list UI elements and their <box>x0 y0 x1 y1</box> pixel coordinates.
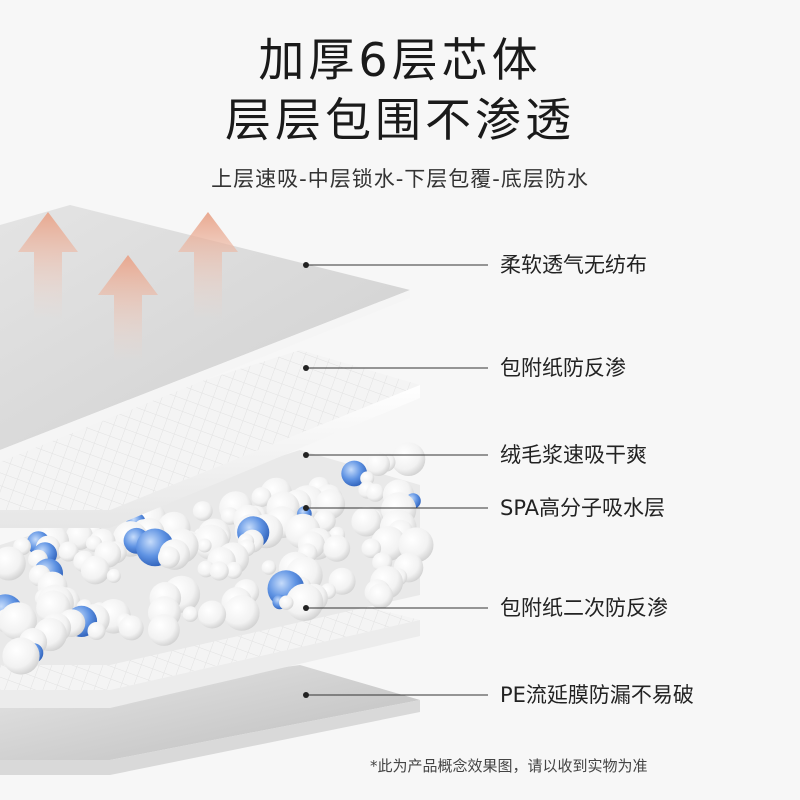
pulp-bead <box>225 561 243 579</box>
page-title-line1: 加厚6层芯体 <box>258 33 542 87</box>
pulp-bead <box>323 535 351 562</box>
up-arrow-icon <box>178 212 238 320</box>
layer-label-pe-film: PE流延膜防漏不易破 <box>500 683 694 707</box>
pulp-bead <box>361 538 382 559</box>
pulp-bead <box>0 546 26 581</box>
pulp-bead <box>58 541 79 562</box>
pulp-bead <box>157 546 180 569</box>
pulp-bead <box>2 637 40 675</box>
page-subtitle: 上层速吸-中层锁水-下层包覆-底层防水 <box>211 167 589 191</box>
pulp-bead <box>106 568 121 583</box>
pulp-bead <box>251 487 272 507</box>
pulp-bead <box>261 560 277 575</box>
pulp-bead <box>198 600 227 629</box>
layer-label-nonwoven: 柔软透气无纺布 <box>500 253 647 277</box>
up-arrow-icon <box>18 212 78 320</box>
layer-label-wrap-paper: 包附纸防反渗 <box>500 356 626 380</box>
pulp-bead <box>80 555 110 585</box>
pulp-bead <box>192 501 213 521</box>
pulp-bead <box>368 583 394 609</box>
pulp-bead <box>87 622 106 640</box>
layer-label-sap: SPA高分子吸水层 <box>500 496 666 520</box>
pulp-bead <box>209 561 229 581</box>
pulp-bead <box>366 483 385 502</box>
up-arrow-icon <box>98 255 158 362</box>
pulp-bead <box>118 615 144 641</box>
leader-dots <box>303 262 309 698</box>
pe-film-layer <box>0 665 420 775</box>
pulp-bead <box>197 538 212 553</box>
wrap-paper-layer-1 <box>0 350 420 528</box>
pulp-bead <box>328 567 356 595</box>
page-title-line2: 层层包围不渗透 <box>225 93 575 147</box>
pulp-bead <box>366 452 390 476</box>
sap-bead-layer <box>0 442 434 675</box>
layer-label-fluff-pulp: 绒毛浆速吸干爽 <box>500 443 647 467</box>
pulp-bead <box>351 506 382 537</box>
pulp-bead <box>279 595 294 610</box>
pulp-bead <box>285 583 324 621</box>
layer-label-wrap-paper-2: 包附纸二次防反渗 <box>500 596 668 620</box>
pulp-bead <box>391 442 426 476</box>
pulp-bead <box>223 595 260 631</box>
disclaimer-text: *此为产品概念效果图，请以收到实物为准 <box>370 757 648 775</box>
leader-lines <box>306 264 488 696</box>
pulp-bead <box>182 606 199 622</box>
pulp-bead <box>148 614 180 646</box>
